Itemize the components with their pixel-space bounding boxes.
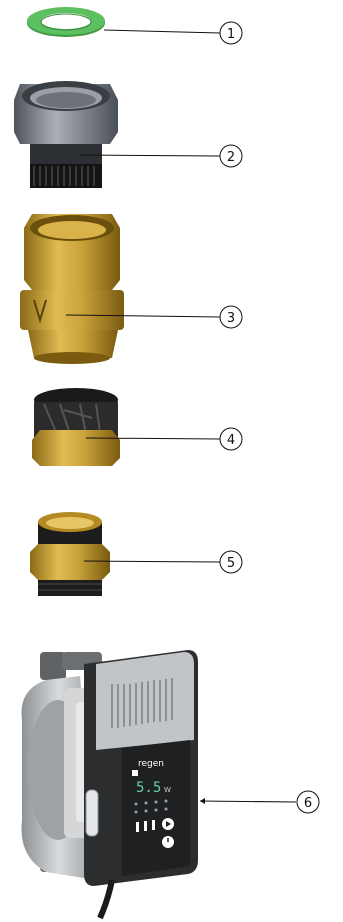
callout-number-3: 3 <box>227 311 235 326</box>
threaded-nipple <box>30 512 110 596</box>
leader-line-3 <box>65 314 221 318</box>
callout-5: 5 <box>219 550 243 574</box>
pump-mode-indicators <box>136 820 155 832</box>
callout-1: 1 <box>219 21 243 45</box>
leader-line-1 <box>103 29 221 34</box>
leader-line-4 <box>85 437 221 440</box>
callout-4: 4 <box>219 427 243 451</box>
play-icon <box>166 821 171 827</box>
brass-check-valve <box>20 214 124 364</box>
brand-logo <box>132 770 138 776</box>
callout-number-6: 6 <box>304 796 312 811</box>
leader-line-6 <box>199 800 297 803</box>
callout-number-4: 4 <box>227 433 235 448</box>
leader-line-5 <box>83 560 221 563</box>
callout-number-1: 1 <box>227 27 235 42</box>
pump-brand-label: regen <box>138 759 164 769</box>
pump-power-cable <box>97 879 115 920</box>
callout-6: 6 <box>296 790 320 814</box>
circulation-pump: regen 5.5 W <box>21 650 198 920</box>
leader-line-2 <box>79 154 221 157</box>
callout-3: 3 <box>219 305 243 329</box>
pump-display-value: 5.5 <box>136 780 161 796</box>
sealing-washer <box>27 7 105 37</box>
callout-number-2: 2 <box>227 150 235 165</box>
callout-2: 2 <box>219 144 243 168</box>
pump-display-unit: W <box>164 786 171 794</box>
pump-led-row <box>134 799 168 814</box>
pump-side-label <box>85 789 99 837</box>
callout-number-5: 5 <box>227 556 235 571</box>
union-nut-with-strainer <box>14 81 118 188</box>
union-nut <box>32 388 120 466</box>
leader-arrow-6 <box>200 798 205 804</box>
